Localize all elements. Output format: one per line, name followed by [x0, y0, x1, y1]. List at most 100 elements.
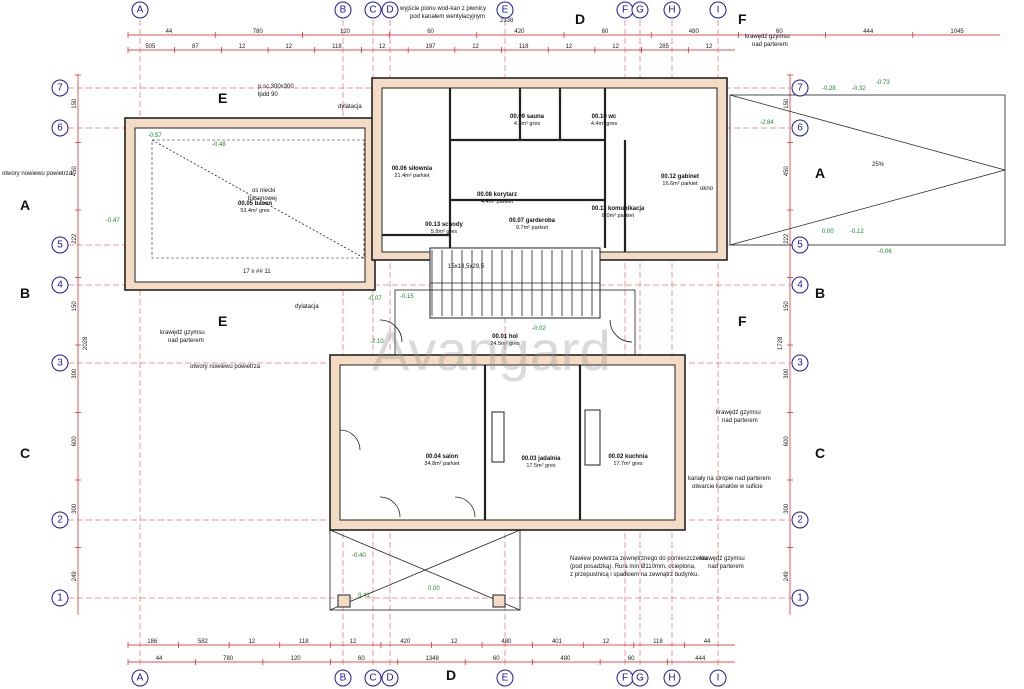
axis-circle-6 [51, 119, 69, 137]
note-stairs-2: 15x18,5x29,5 [448, 264, 485, 270]
left-dim-value: 222 [72, 233, 78, 244]
right-dim-value: 249 [784, 571, 790, 582]
room-label-jadalnia: 00.03 jadalnia [521, 456, 561, 462]
left-dim-value: 150 [72, 98, 78, 109]
level-value: 0.00 [822, 229, 834, 235]
total-dim-right: 1728 [778, 336, 784, 350]
axis-circle-g [631, 1, 649, 19]
ground-floor-block [329, 354, 686, 531]
axis-circle-h [663, 1, 681, 19]
bottom-dim-row2-value: 444 [695, 656, 706, 662]
left-dim-value: 300 [72, 503, 78, 514]
axis-label-b: B [340, 5, 347, 16]
top-dim-row2-value: 12 [379, 44, 386, 50]
top-dim-row2-value: 12 [612, 44, 619, 50]
section-marker-f-bottom: F [738, 313, 747, 329]
axis-label-f: F [622, 5, 628, 16]
note-window-pd: łpdd 90 [258, 92, 278, 98]
note-window-ps: p.sc.300x300 [258, 84, 294, 90]
room-label-garderoba: 00.07 garderoba [509, 218, 556, 224]
room-area-jadalnia: 17.5m² gres [526, 463, 556, 469]
top-dim-row1-value: 60 [776, 29, 783, 35]
room-label-salon: 00.04 salon [426, 454, 459, 460]
axis-circle-h [663, 669, 681, 687]
room-area-gabinet: 16.6m² parkiet [662, 181, 698, 187]
note-gypsum-2: krawędź gzymsu [160, 330, 205, 336]
lower-terrace [329, 529, 521, 611]
top-dim-row2-value: 285 [659, 44, 670, 50]
level-value: -0.15 [400, 294, 414, 300]
axis-label-d: D [386, 673, 393, 684]
note-fresh-air-2: (pod posadzką). Rura min.Ø110mm, ocieplo… [570, 564, 696, 570]
note-gypsum-4: krawędź gzymsu [700, 556, 745, 562]
note-fresh-air-1: Nawiew powietrza zewnętrznego do pomiesz… [570, 556, 708, 562]
note-channels-2: otwarcie kanałów w suficie [692, 484, 763, 490]
upper-core-block [371, 77, 728, 261]
note-air-inlet-left: otwory nowiewu powietrza [2, 171, 73, 177]
axis-circle-b [334, 669, 352, 687]
room-area-salon: 34.8m² parkiet [424, 461, 460, 467]
bottom-dim-row2-value: 1348 [426, 656, 440, 662]
axis-label-i: I [717, 5, 720, 16]
note-stairs-1: 17 x ## 11 [243, 269, 271, 275]
bottom-dim-row2-value: 780 [223, 656, 234, 662]
note-pool-2: basenowej [248, 196, 277, 202]
axis-label-g: G [636, 673, 644, 684]
level-value: 0.00 [428, 586, 440, 592]
room-label-basen: 00.05 basen [238, 201, 272, 207]
axis-circle-7 [791, 79, 809, 97]
level-value: -0.06 [878, 249, 892, 255]
section-marker-f-top: F [738, 11, 747, 27]
top-dim-row2-value: 12 [472, 44, 479, 50]
axis-circle-3 [51, 354, 69, 372]
axis-circle-7 [51, 79, 69, 97]
note-gypsum-3: krawędź gzymsu [716, 410, 761, 416]
room-label-sauna: 00.09 sauna [510, 114, 545, 120]
bottom-dim-row1-value: 12 [603, 639, 610, 645]
axis-label-h: H [668, 673, 675, 684]
top-dim-row2-value: 118 [332, 44, 342, 50]
axis-label-1: 1 [57, 593, 63, 604]
axis-circle-1 [51, 589, 69, 607]
room-label-komunikacja: 00.11 komunikacja [592, 206, 645, 212]
section-marker-b-left: B [20, 285, 30, 301]
top-dim-row2-value: 87 [192, 44, 199, 50]
section-markers: A A B B C C D D E E F F [20, 11, 825, 683]
room-area-kuchnia: 17.7m² gres [613, 461, 643, 467]
note-vent-1: wyjście pionu wod-kan z piwnicy [399, 6, 486, 12]
staircase [429, 247, 601, 319]
axis-circle-a [131, 1, 149, 19]
note-fresh-air-3: z przepustnicą i spadkiem na zewnątrz bu… [570, 572, 699, 578]
axis-circle-g [631, 669, 649, 687]
note-gypsum-1: krawędź gzymsu [745, 34, 790, 40]
axis-label-a: A [137, 5, 144, 16]
top-dim-row1-value: 120 [340, 29, 351, 35]
top-dim-row1-value: 480 [689, 29, 700, 35]
room-area-komunikacja: 8.0m² parkiet [602, 213, 635, 219]
note-vent-2: pod kanałem wentylacyjnym [410, 14, 485, 20]
room-label-wc: 00.10 wc [592, 114, 617, 120]
axis-circle-i [709, 1, 727, 19]
level-value: -2.84 [760, 120, 774, 126]
level-value: 0.41 [358, 593, 370, 599]
bottom-dim-row2-value: 120 [291, 656, 302, 662]
room-label-siłownia: 00.06 siłownia [392, 166, 433, 172]
bottom-dim-row1-value: 12 [451, 639, 458, 645]
room-label-kuchnia: 00.02 kuchnia [608, 454, 648, 460]
note-over-ground-4: nad parterem [708, 564, 744, 570]
room-area-schody: 5.9m² gres [431, 229, 458, 235]
bottom-dim-row1-value: 186 [147, 639, 158, 645]
left-dim-value: 300 [72, 368, 78, 379]
level-value: -0.12 [850, 229, 864, 235]
axis-circle-2 [51, 511, 69, 529]
left-dim-value: 450 [72, 166, 78, 177]
garage-ramp: 25% [729, 94, 1006, 246]
bottom-dim-row2-value: 60 [358, 656, 365, 662]
section-marker-d-top: D [575, 11, 585, 27]
axis-label-3: 3 [797, 358, 803, 369]
note-over-ground-3: nad parterem [722, 418, 758, 424]
top-dim-row2-value: 118 [519, 44, 529, 50]
top-dim-row1-value: 1045 [950, 29, 964, 35]
